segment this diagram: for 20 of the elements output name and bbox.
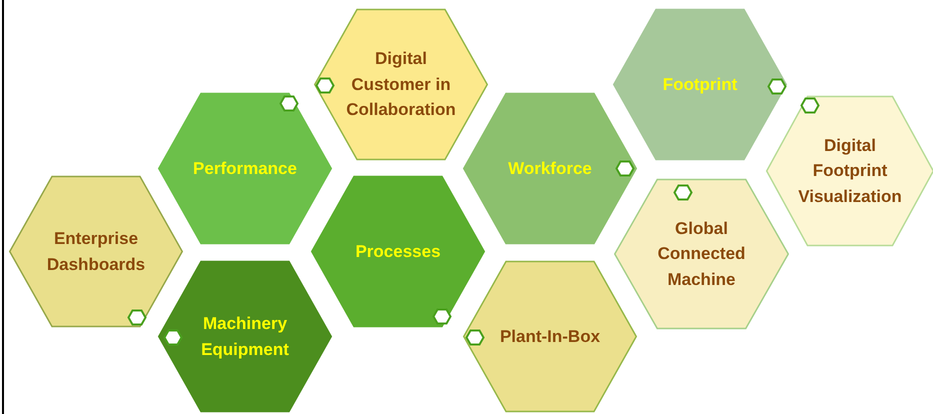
hexagon-tile <box>462 92 638 245</box>
tile-label: Performance <box>193 158 297 180</box>
tile-label: Digital Footprint Visualization <box>797 134 903 208</box>
hexagon-tile <box>8 175 184 328</box>
hexagon-tile <box>612 8 788 161</box>
hexagon-tile <box>157 260 333 413</box>
tile-label: Enterprise Dashboards <box>46 228 146 276</box>
hexagon-tile <box>310 175 486 328</box>
hexagon-tile <box>462 260 638 413</box>
tile-label: Machinery Equipment <box>200 313 290 360</box>
hexagon-tile <box>313 8 489 161</box>
hexagon-tile <box>613 178 790 330</box>
tile-label: Global Connected Machine <box>656 218 746 291</box>
hexagon-tile <box>157 92 333 245</box>
tile-label: Workforce <box>508 158 592 180</box>
tile-label: Digital Customer in Collaboration <box>345 48 457 122</box>
tile-label: Processes <box>355 240 441 263</box>
hexagon-tile <box>765 95 933 247</box>
tile-label: Footprint <box>662 74 738 96</box>
tile-label: Plant-In-Box <box>500 326 600 348</box>
